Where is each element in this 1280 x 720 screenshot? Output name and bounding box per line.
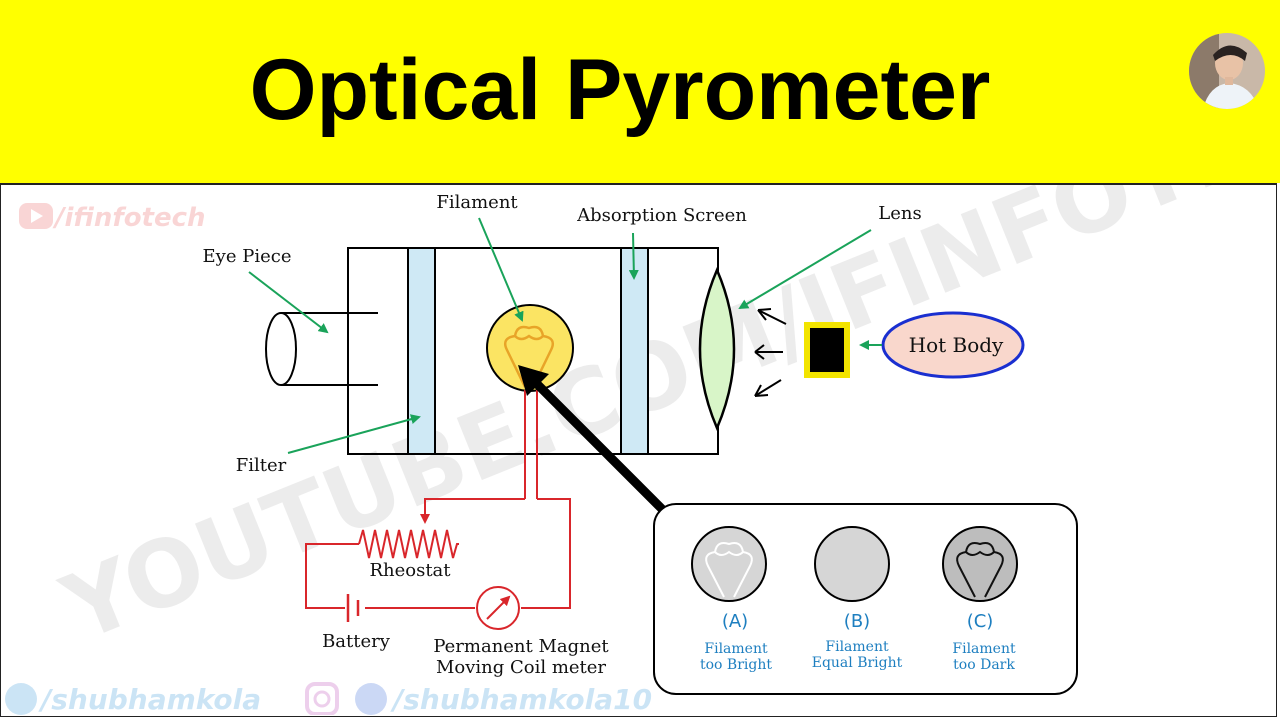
hot-body-label: Hot Body [909, 333, 1004, 357]
absorption-screen-label: Absorption Screen [576, 205, 747, 226]
svg-text:/shubhamkola: /shubhamkola [38, 683, 261, 715]
page-title: Optical Pyrometer [249, 42, 991, 138]
svg-text:/shubhamkola10: /shubhamkola10 [390, 683, 652, 715]
case-a-line1: Filament [704, 641, 768, 657]
rheostat-label: Rheostat [369, 560, 451, 581]
case-a-line2: too Bright [700, 657, 772, 673]
rheostat-coil [358, 529, 459, 559]
svg-text:/ifinfotech: /ifinfotech [52, 203, 206, 233]
case-b-line1: Filament [825, 639, 889, 655]
avatar-photo-icon [1189, 33, 1265, 109]
filter-label: Filter [236, 455, 287, 476]
absorption-screen [620, 247, 649, 455]
moving-coil-meter [476, 586, 520, 630]
hot-body-source [804, 322, 850, 378]
optical-pyrometer-diagram: YOUTUBE.COM/IFINFOTECH /ifinfotech /shub… [5, 185, 1275, 715]
light-ray-arrows [754, 308, 787, 397]
eye-piece-tube [265, 312, 378, 386]
meter-label-line2: Moving Coil meter [436, 657, 606, 678]
hot-body [881, 311, 1025, 379]
zoom-pointer [518, 365, 669, 516]
instagram-icon [305, 682, 339, 715]
eye-piece-label: Eye Piece [203, 246, 292, 267]
watermark-twitter: /shubhamkola [5, 683, 261, 715]
facebook-icon [355, 683, 387, 715]
dark-filament-icon [956, 542, 1004, 598]
circuit-wires [305, 390, 571, 609]
case-c-line2: too Dark [953, 657, 1015, 673]
case-a: (A) Filament too Bright [691, 526, 772, 673]
watermark-instagram: /shubhamkola10 [305, 682, 652, 715]
avatar [1189, 33, 1265, 109]
twitter-icon [5, 683, 37, 715]
battery-label: Battery [322, 631, 391, 652]
bright-filament-icon [705, 542, 753, 598]
lens-label: Lens [878, 203, 921, 224]
case-c-line1: Filament [952, 641, 1016, 657]
meter-label-line1: Permanent Magnet [433, 636, 609, 657]
case-b-line2: Equal Bright [812, 655, 903, 671]
case-b: (B) Filament Equal Bright [812, 526, 903, 671]
case-c-letter: (C) [967, 611, 994, 632]
case-c: (C) Filament too Dark [942, 526, 1018, 673]
case-a-letter: (A) [722, 611, 748, 632]
lens [698, 266, 736, 432]
battery-symbol [346, 594, 360, 622]
filament-coil [504, 325, 554, 388]
label-pointers [248, 217, 872, 454]
diagram-panel: YOUTUBE.COM/IFINFOTECH /ifinfotech /shub… [0, 183, 1277, 717]
filter [407, 247, 436, 455]
title-banner: Optical Pyrometer [0, 0, 1280, 183]
youtube-icon [19, 203, 53, 229]
case-b-letter: (B) [844, 611, 870, 632]
watermark-youtube: /ifinfotech [19, 203, 206, 233]
filament-label: Filament [436, 192, 518, 213]
